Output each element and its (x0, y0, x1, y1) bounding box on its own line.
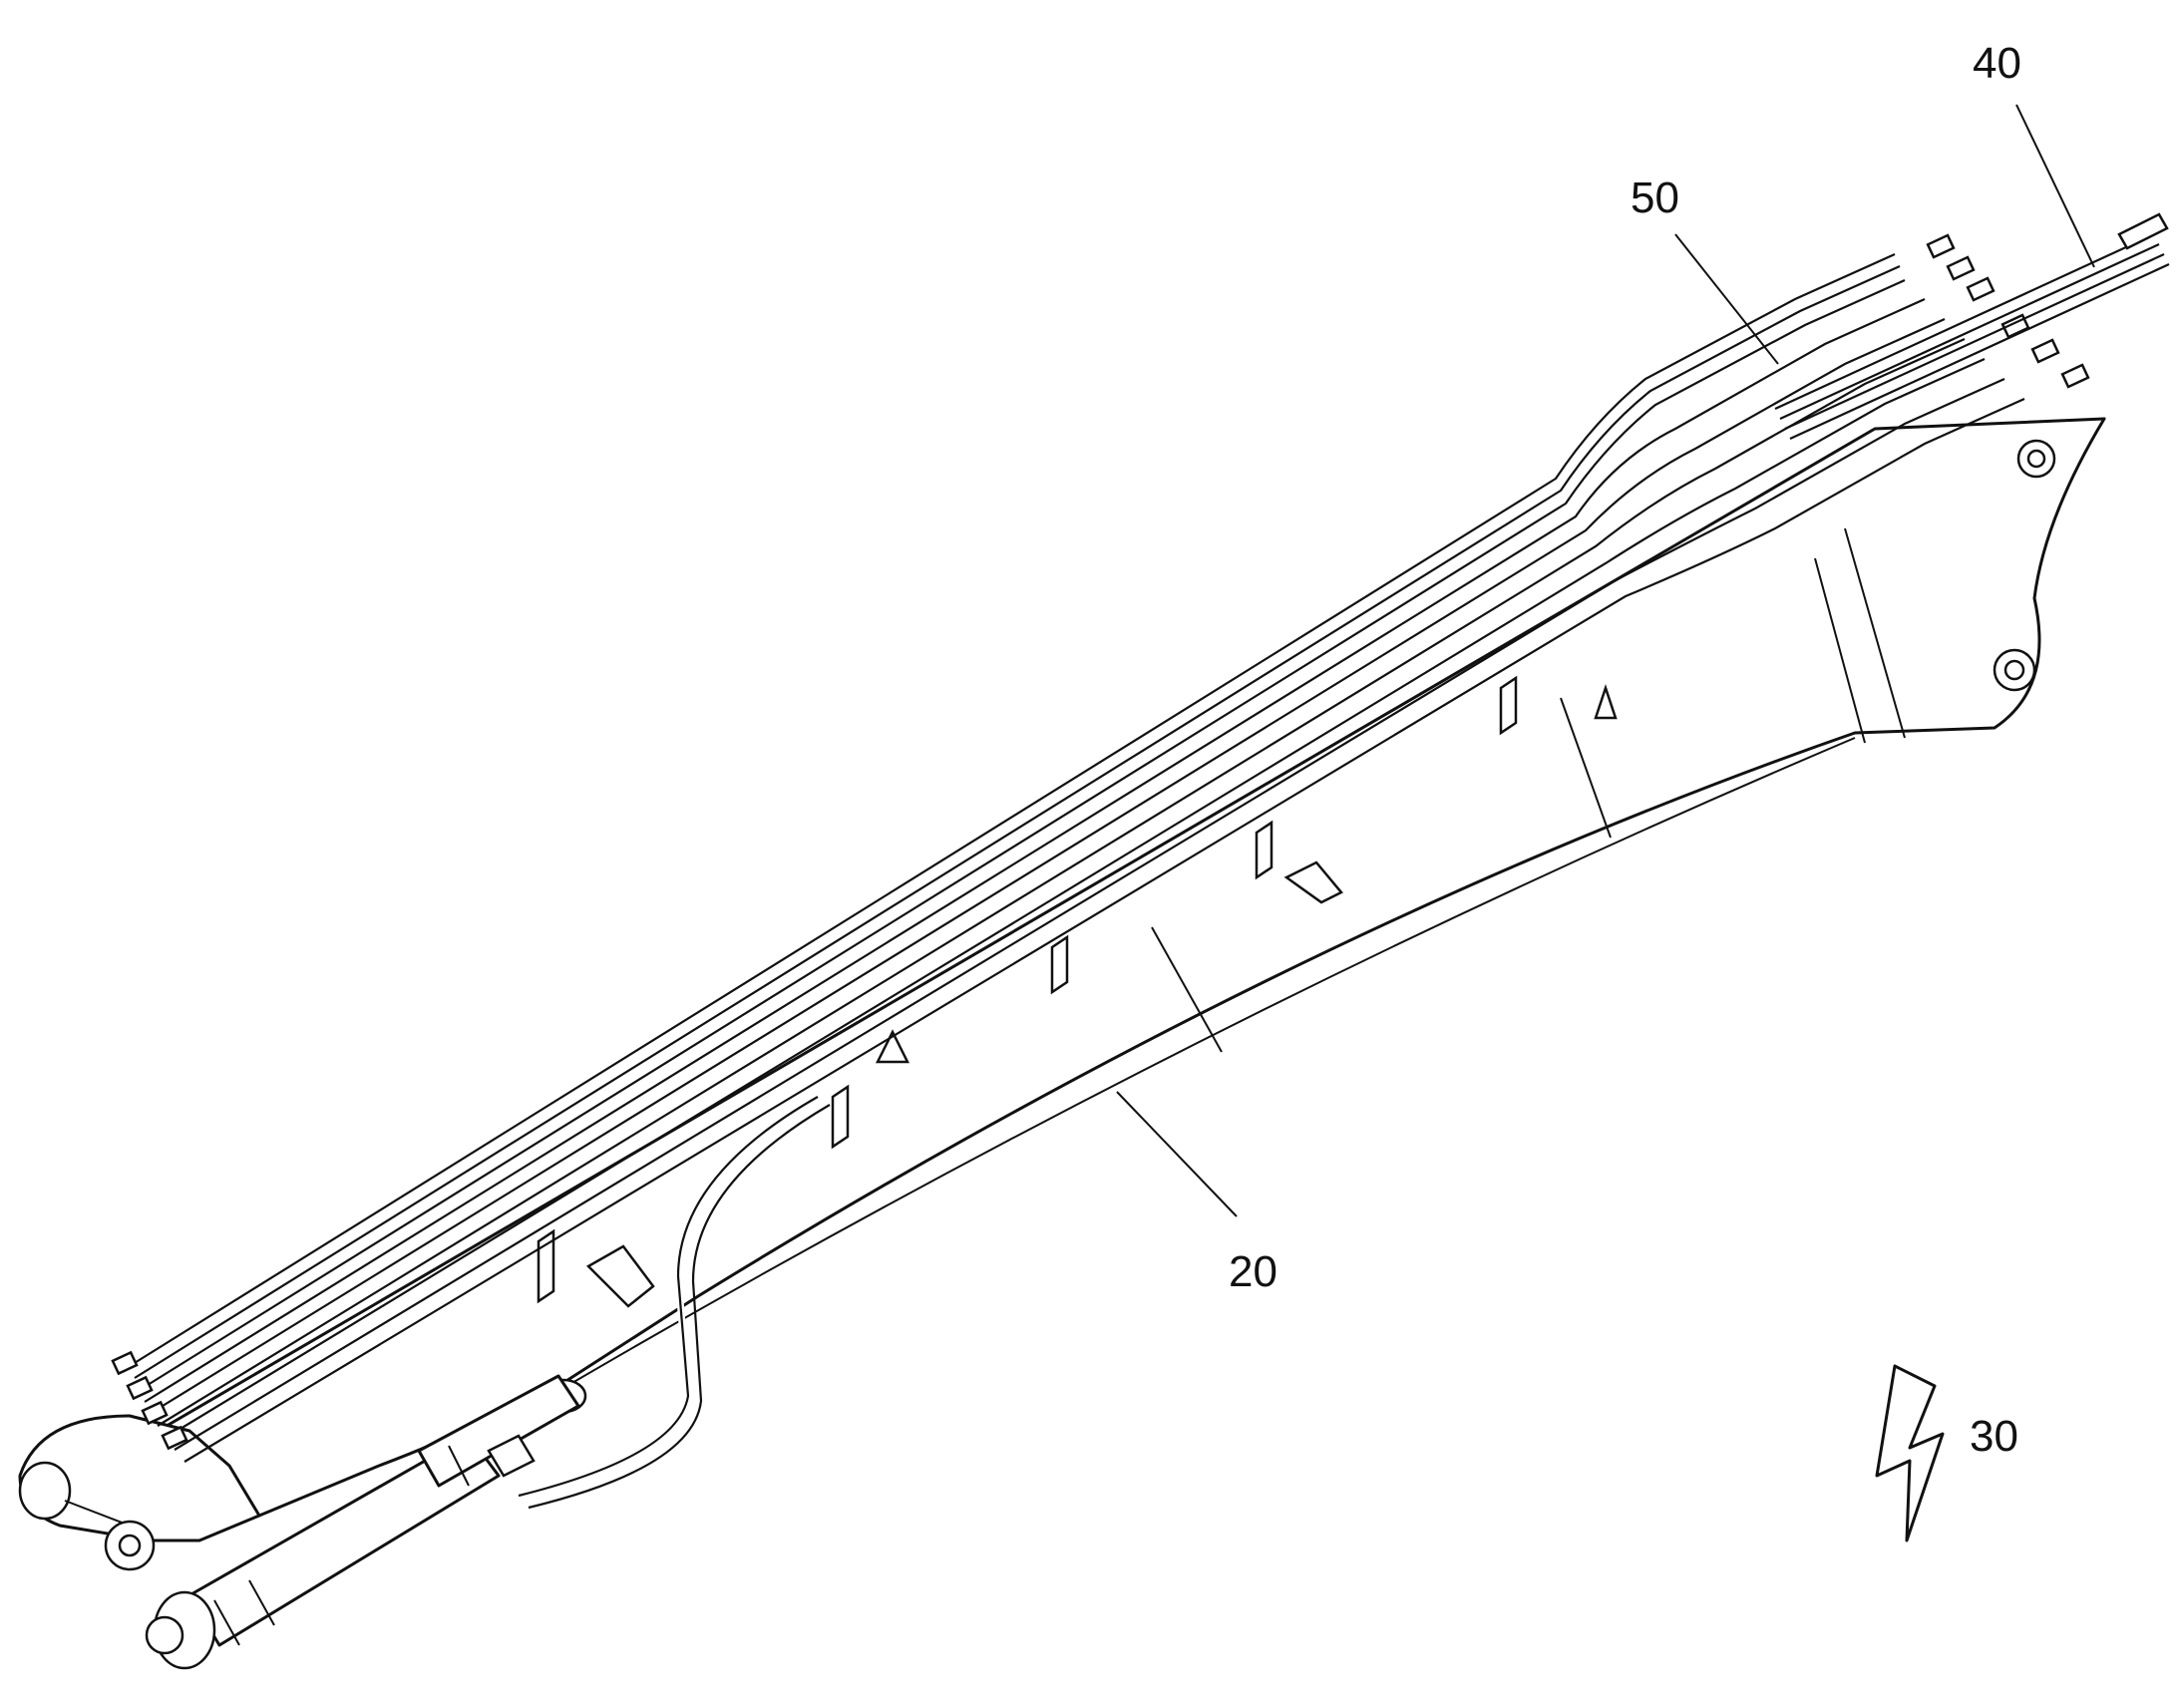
label-30: 30 (1970, 1412, 2018, 1461)
hose-bundle (111, 233, 2090, 1510)
upper-lines (1774, 212, 2170, 440)
hose-end-fittings (111, 233, 2090, 1451)
leader-lines (1116, 104, 2095, 1217)
boom-body (18, 417, 2106, 1571)
label-40: 40 (1973, 39, 2021, 88)
label-20: 20 (1229, 1247, 1277, 1296)
hydraulic-cylinder (145, 1374, 580, 1670)
hose-clamps (537, 675, 1518, 1304)
lightning-symbol (1875, 1364, 1945, 1542)
label-50: 50 (1631, 173, 1679, 222)
